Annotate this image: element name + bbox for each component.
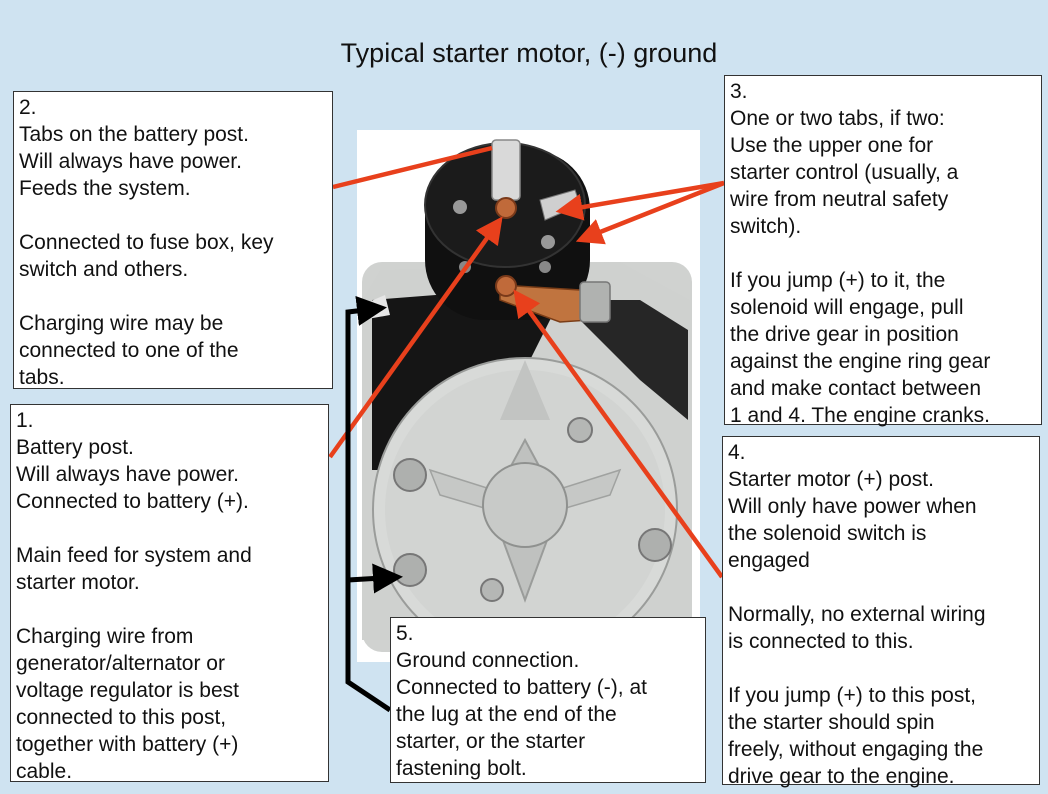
callout-number: 1. (16, 409, 34, 432)
callout-number: 3. (730, 80, 748, 103)
callout-line: the starter should spin (728, 711, 935, 734)
callout-line: against the engine ring gear (730, 350, 991, 373)
callout-line: starter, or the starter (396, 730, 586, 753)
arrow-box4 (513, 289, 724, 579)
callout-box-5: 5. Ground connection. Connected to batte… (390, 617, 706, 783)
callout-box-1: 1. Battery post. Will always have power.… (10, 404, 329, 783)
callout-line: freely, without engaging the (728, 738, 984, 761)
callout-line: Connected to battery (+). (16, 490, 249, 513)
arrow-box1 (328, 216, 503, 459)
callout-line: If you jump (+) to this post, (728, 684, 977, 707)
callout-line: Main feed for system and (16, 544, 252, 567)
callout-line: starter motor. (16, 571, 140, 594)
callout-line: engaged (728, 549, 810, 572)
callout-line: connected to one of the (19, 339, 239, 362)
arrow-ground-bolt (347, 563, 403, 594)
callout-line: fastening bolt. (396, 757, 527, 780)
callout-line: One or two tabs, if two: (730, 107, 945, 130)
callout-number: 4. (728, 441, 746, 464)
callout-line: Will always have power. (16, 463, 239, 486)
callout-box-4: 4. Starter motor (+) post. Will only hav… (722, 436, 1040, 788)
starter-motor-photo (357, 130, 700, 663)
diagram-title: Typical starter motor, (-) ground (340, 38, 718, 68)
callout-line: voltage regulator is best (16, 679, 239, 702)
callout-line: together with battery (+) (16, 733, 239, 756)
arrow-box3-lower (575, 180, 725, 245)
callout-line: Charging wire may be (19, 312, 224, 335)
callout-line: starter control (usually, a (730, 161, 959, 184)
callout-number: 5. (396, 622, 414, 645)
callout-line: Normally, no external wiring (728, 603, 986, 626)
callout-line: If you jump (+) to it, the (730, 269, 946, 292)
callout-line: connected to this post, (16, 706, 227, 729)
callout-line: the solenoid switch is (728, 522, 927, 545)
callout-line: cable. (16, 760, 73, 783)
starter-motor-illustration (362, 139, 692, 663)
callout-line: switch). (730, 215, 802, 238)
callout-line: generator/alternator or (16, 652, 225, 675)
callout-line: is connected to this. (728, 630, 914, 653)
callout-line: wire from neutral safety (730, 188, 949, 211)
callout-line: the drive gear in position (730, 323, 959, 346)
callout-line: switch and others. (19, 258, 189, 281)
callout-line: and make contact between (730, 377, 981, 400)
callout-box-3: 3. One or two tabs, if two: Use the uppe… (724, 75, 1042, 427)
callout-line: Connected to battery (-), at (396, 676, 647, 699)
callout-line: tabs. (19, 366, 65, 389)
callout-line: Will only have power when (728, 495, 977, 518)
callout-line: Feeds the system. (19, 177, 191, 200)
callout-line: solenoid will engage, pull (730, 296, 964, 319)
arrow-box2 (332, 145, 493, 190)
arrow-box3-upper (555, 180, 725, 221)
callout-line: 1 and 4. The engine cranks. (730, 404, 990, 427)
callout-number: 2. (19, 96, 37, 119)
callout-line: drive gear to the engine. (728, 765, 955, 788)
callout-line: Charging wire from (16, 625, 194, 648)
callout-line: Connected to fuse box, key (19, 231, 274, 254)
callout-line: Ground connection. (396, 649, 580, 672)
callout-line: Starter motor (+) post. (728, 468, 934, 491)
callout-line: the lug at the end of the (396, 703, 617, 726)
callout-line: Tabs on the battery post. (19, 123, 249, 146)
callout-line: Will always have power. (19, 150, 242, 173)
callout-line: Battery post. (16, 436, 134, 459)
callout-box-2: 2. Tabs on the battery post. Will always… (13, 91, 333, 389)
callout-line: Use the upper one for (730, 134, 934, 157)
arrow-ground-lug (345, 296, 392, 713)
